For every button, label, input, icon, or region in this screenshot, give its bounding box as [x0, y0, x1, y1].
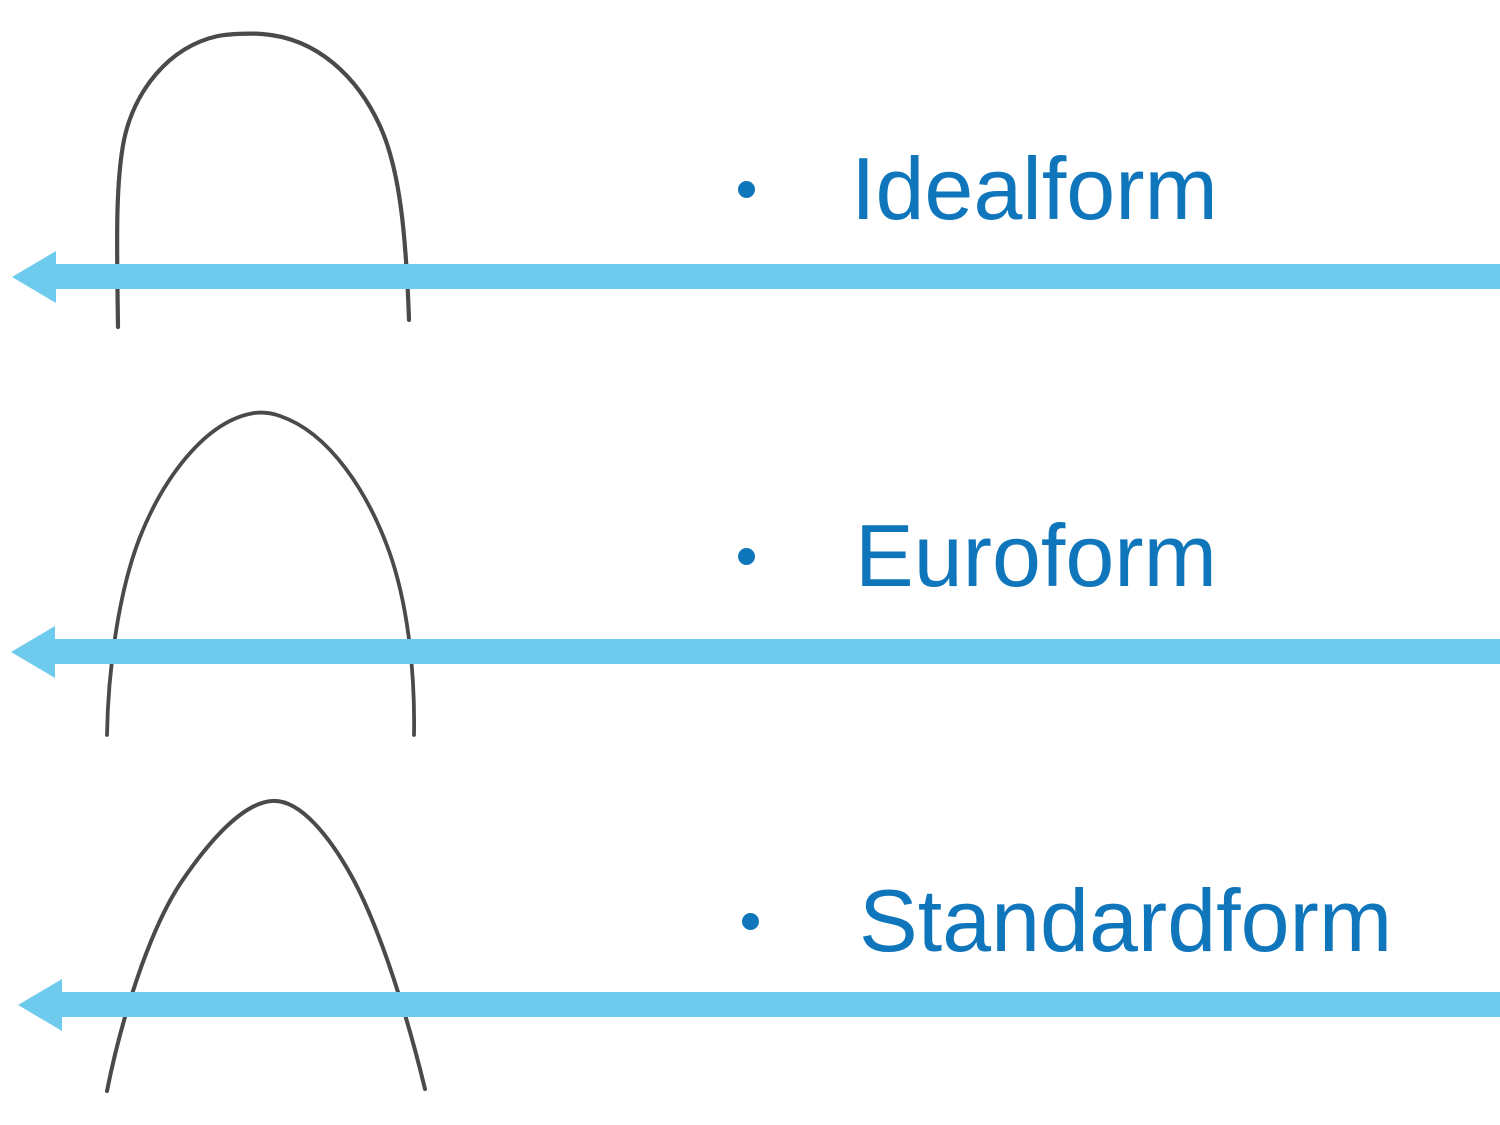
- bullet-dot-icon: [738, 547, 755, 565]
- bullet-row-euroform: Euroform: [738, 512, 1217, 600]
- arrow-to-standardform: [0, 976, 1500, 1034]
- standardform-archwire: [0, 775, 520, 1115]
- idealform-archwire: [0, 0, 520, 360]
- arrow-to-euroform: [0, 623, 1500, 681]
- archform-label-euroform: Euroform: [855, 506, 1217, 605]
- euroform-archwire: [0, 385, 520, 765]
- archform-label-idealform: Idealform: [851, 139, 1218, 238]
- bullet-row-standardform: Standardform: [742, 877, 1392, 965]
- archform-label-standardform: Standardform: [859, 871, 1393, 970]
- bullet-row-idealform: Idealform: [738, 145, 1218, 233]
- bullet-dot-icon: [742, 912, 759, 930]
- arrow-to-idealform: [0, 248, 1500, 306]
- bullet-dot-icon: [738, 180, 755, 198]
